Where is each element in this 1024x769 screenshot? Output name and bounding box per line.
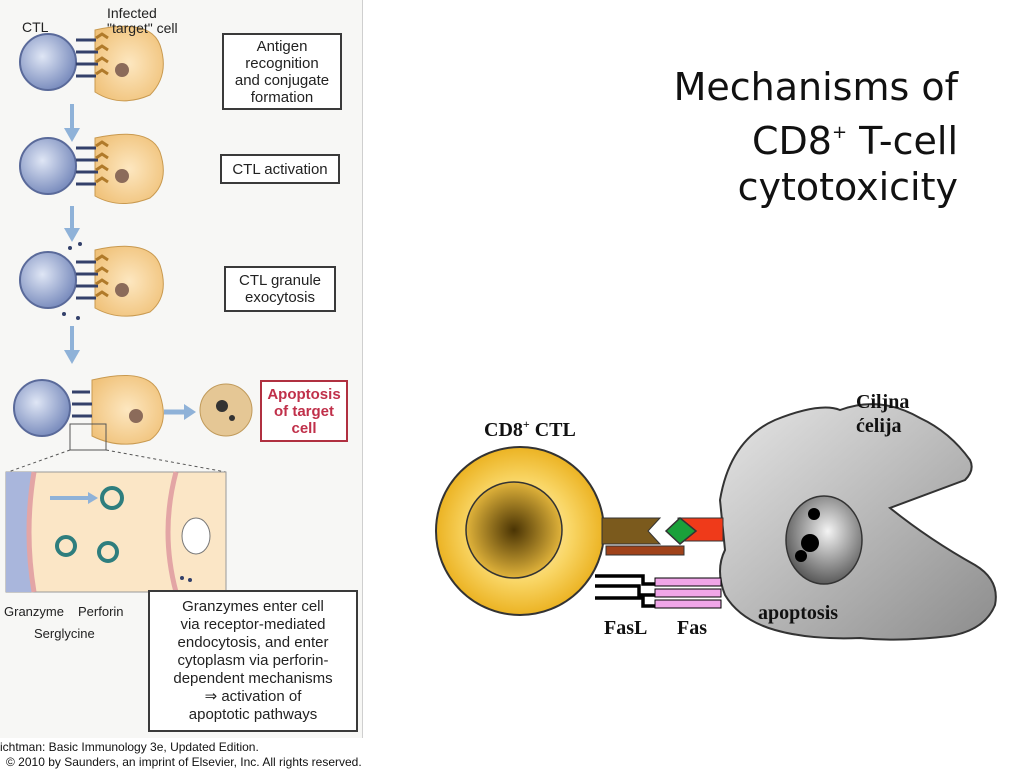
textbook-figure-panel: CTL Infected "target" cell Antigen recog… <box>0 0 363 738</box>
slide-title: Mechanisms of CD8+ T-cell cytotoxicity <box>674 64 958 210</box>
figure-artwork <box>5 25 253 593</box>
fasl-fas-pairs <box>595 574 722 609</box>
ctl-label: CTL <box>22 19 49 35</box>
target-accent-char: ć <box>856 415 865 437</box>
ctl-nucleus <box>465 481 563 579</box>
granzyme-description-box: Granzymes enter cell via receptor-mediat… <box>148 590 358 732</box>
title-line-3: cytotoxicity <box>737 165 958 209</box>
conjugate-row-2 <box>19 133 164 204</box>
title-tcell: T-cell <box>847 119 958 163</box>
conjugate-row-4 <box>13 374 253 451</box>
title-cd8: CD8 <box>752 119 832 163</box>
serglycine-label: Serglycine <box>34 626 95 641</box>
ctl-label-pre: CD8 <box>484 419 523 441</box>
conjugate-row-3 <box>19 242 164 320</box>
perforin-label: Perforin <box>78 604 124 619</box>
step-antigen-recognition: Antigen recognition and conjugate format… <box>222 33 342 110</box>
conjugate-row-1 <box>19 25 164 102</box>
apoptosis-label: apoptosis <box>758 602 839 624</box>
title-cd8-sup: + <box>832 122 848 143</box>
ctl-label-sup: + <box>522 417 530 431</box>
credit-line-2: © 2010 by Saunders, an imprint of Elsevi… <box>6 755 362 769</box>
ctl-label-post: CTL <box>529 419 576 441</box>
infected-target-label: Infected "target" cell <box>107 5 178 36</box>
credit-line-1: ichtman: Basic Immunology 3e, Updated Ed… <box>0 740 259 754</box>
granzyme-label: Granzyme <box>4 604 64 619</box>
title-line-1: Mechanisms of <box>673 65 958 109</box>
granzyme-inset <box>5 471 227 593</box>
fas-mechanism-diagram <box>435 403 997 641</box>
step-ctl-activation: CTL activation <box>220 154 340 184</box>
step-apoptosis: Apoptosis of target cell <box>260 380 348 442</box>
fas-label: Fas <box>677 617 707 639</box>
target-nucleus <box>785 495 863 585</box>
fasl-label: FasL <box>604 617 648 639</box>
ctl-label-cd8: CD8+ CTL <box>484 412 576 442</box>
step-granule-exocytosis: CTL granule exocytosis <box>224 266 336 312</box>
title-line-2: CD8+ T-cell <box>674 110 958 164</box>
